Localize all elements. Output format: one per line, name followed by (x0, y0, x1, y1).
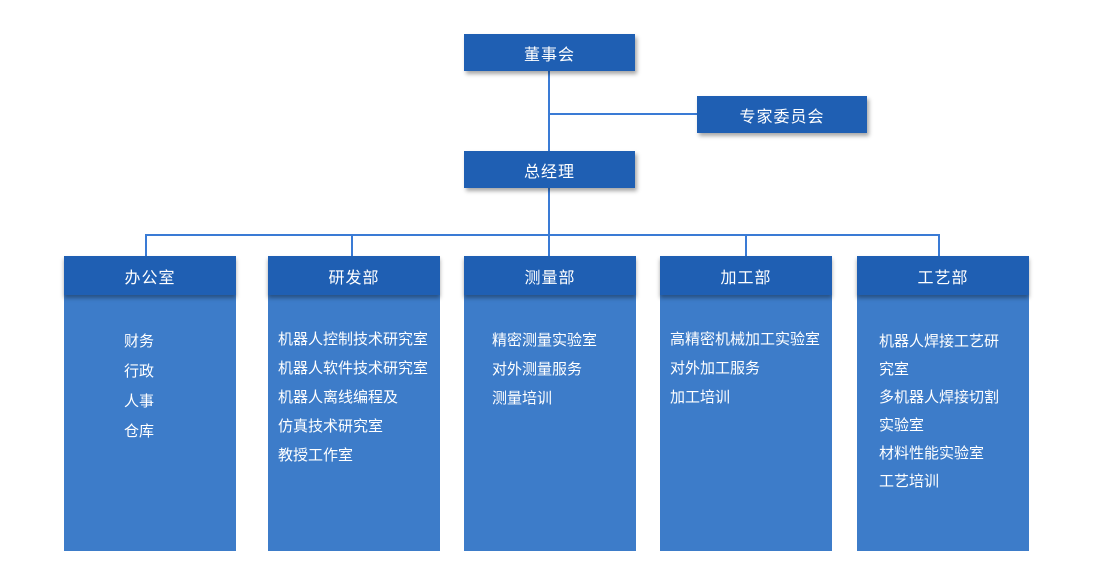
dept-process-title: 工艺部 (857, 256, 1029, 295)
dept-office-items: 财务 行政 人事 仓库 (64, 295, 236, 446)
list-item: 人事 (124, 392, 155, 410)
list-item: 仓库 (124, 422, 155, 440)
connector-to-expert-committee (549, 113, 697, 115)
dept-machining: 加工部 高精密机械加工实验室 对外加工服务 加工培训 (660, 256, 832, 551)
general-manager-node: 总经理 (464, 151, 635, 188)
list-item: 工艺培训 (879, 472, 940, 490)
dept-measurement-items: 精密测量实验室 对外测量服务 测量培训 (464, 295, 636, 413)
dept-measurement: 测量部 精密测量实验室 对外测量服务 测量培训 (464, 256, 636, 551)
list-item: 机器人控制技术研究室 (278, 330, 429, 348)
list-item: 加工培训 (670, 388, 731, 406)
dept-process-items: 机器人焊接工艺研 究室 多机器人焊接切割 实验室 材料性能实验室 工艺培训 (857, 295, 1029, 495)
dept-rnd-items: 机器人控制技术研究室 机器人软件技术研究室 机器人离线编程及 仿真技术研究室 教… (268, 295, 440, 470)
list-item: 仿真技术研究室 (278, 417, 384, 435)
connector-drop-process (938, 234, 940, 256)
dept-process: 工艺部 机器人焊接工艺研 究室 多机器人焊接切割 实验室 材料性能实验室 工艺培… (857, 256, 1029, 551)
connector-drop-measurement (548, 234, 550, 256)
connector-horizontal-bus (145, 234, 940, 236)
list-item: 教授工作室 (278, 446, 354, 464)
list-item: 材料性能实验室 (879, 444, 985, 462)
board-of-directors-node: 董事会 (464, 34, 635, 71)
list-item: 实验室 (879, 416, 925, 434)
dept-measurement-title: 测量部 (464, 256, 636, 295)
dept-office-title: 办公室 (64, 256, 236, 295)
list-item: 财务 (124, 332, 155, 350)
dept-rnd-title: 研发部 (268, 256, 440, 295)
list-item: 精密测量实验室 (492, 331, 598, 349)
dept-machining-items: 高精密机械加工实验室 对外加工服务 加工培训 (660, 295, 832, 412)
dept-office: 办公室 财务 行政 人事 仓库 (64, 256, 236, 551)
connector-drop-rnd (351, 234, 353, 256)
list-item: 机器人离线编程及 (278, 388, 399, 406)
list-item: 多机器人焊接切割 (879, 388, 1000, 406)
list-item: 对外测量服务 (492, 360, 583, 378)
dept-machining-title: 加工部 (660, 256, 832, 295)
connector-board-to-manager (548, 71, 550, 151)
list-item: 行政 (124, 362, 155, 380)
connector-drop-office (145, 234, 147, 256)
connector-drop-machining (745, 234, 747, 256)
dept-rnd: 研发部 机器人控制技术研究室 机器人软件技术研究室 机器人离线编程及 仿真技术研… (268, 256, 440, 551)
list-item: 高精密机械加工实验室 (670, 330, 821, 348)
list-item: 究室 (879, 360, 910, 378)
list-item: 机器人软件技术研究室 (278, 359, 429, 377)
list-item: 机器人焊接工艺研 (879, 332, 1000, 350)
list-item: 对外加工服务 (670, 359, 761, 377)
list-item: 测量培训 (492, 389, 553, 407)
expert-committee-node: 专家委员会 (697, 96, 867, 133)
connector-manager-down (548, 188, 550, 234)
